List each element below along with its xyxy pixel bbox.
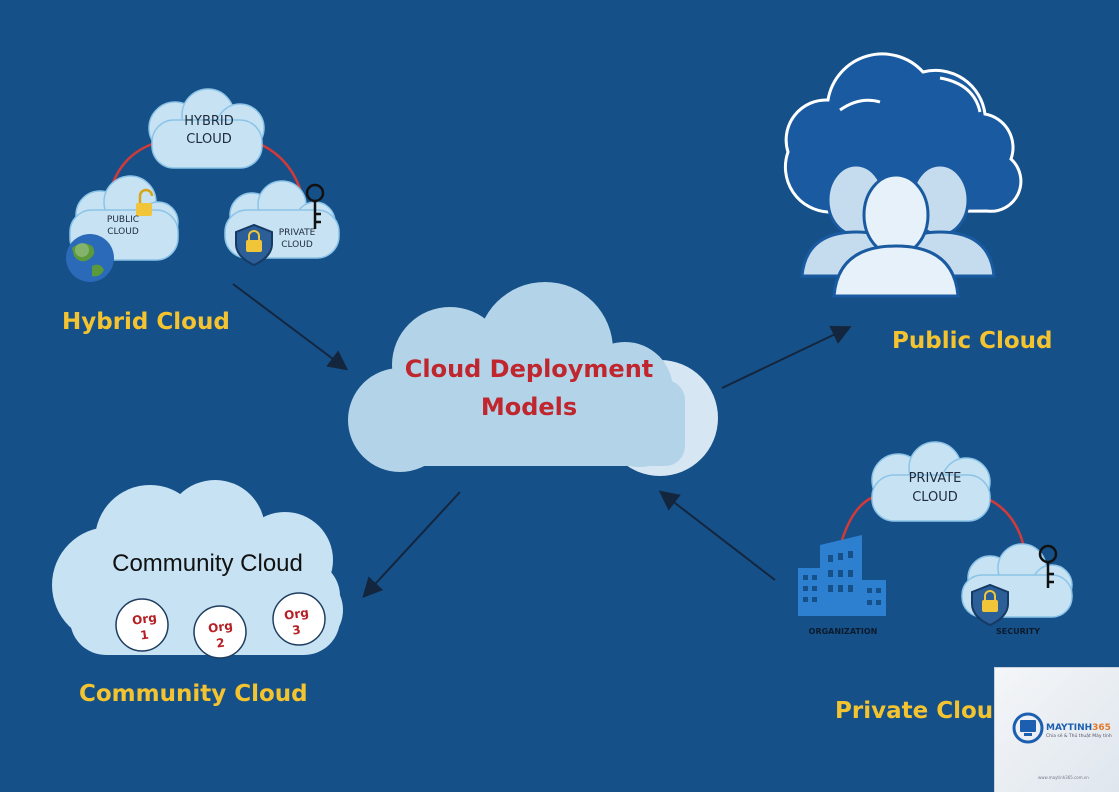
center-cloud: [348, 282, 718, 476]
arrow-center-to-public: [721, 325, 852, 389]
watermark-url: www.maytinh365.com.vn: [1038, 775, 1089, 780]
org-circles: [115, 592, 326, 659]
hybrid-private-cloud-label: PRIVATE CLOUD: [270, 227, 324, 251]
watermark-tagline: Chia sẻ & Thủ thuật Máy tính: [1046, 734, 1112, 739]
hybrid-top-cloud-label: HYBRID CLOUD: [170, 113, 248, 149]
key-icon: [305, 183, 325, 229]
center-title-line2: Models: [480, 393, 578, 421]
org-2-num: 2: [215, 636, 225, 651]
private-top-cloud-label: PRIVATE CLOUD: [890, 469, 980, 507]
arrow-hybrid-to-center: [232, 283, 349, 371]
hybrid-cloud-label: Hybrid Cloud: [62, 309, 230, 335]
hybrid-top-line2: CLOUD: [186, 132, 232, 147]
hybrid-public-cloud-label: PUBLIC CLOUD: [96, 214, 150, 238]
center-title-line1: Cloud Deployment: [404, 355, 654, 383]
hybrid-top-cloud: [148, 88, 265, 169]
org-3-num: 3: [291, 623, 301, 638]
community-cloud-title: Community Cloud: [112, 550, 303, 577]
community-cloud-label: Community Cloud: [79, 681, 308, 707]
private-top-line2: CLOUD: [912, 490, 958, 505]
org-1-num: 1: [139, 628, 149, 643]
hybrid-top-line1: HYBRID: [184, 114, 234, 129]
globe-icon: [66, 234, 114, 282]
org-2-name: Org: [207, 618, 233, 635]
hybrid-private-line1: PRIVATE: [278, 228, 316, 238]
community-cloud: [52, 480, 343, 655]
org-3-name: Org: [283, 605, 309, 622]
security-label: SECURITY: [996, 627, 1040, 636]
shield-lock-icon: [235, 223, 273, 267]
building-icon: [798, 535, 886, 616]
hybrid-public-line1: PUBLIC: [106, 215, 140, 225]
watermark-brand-num: 365: [1092, 723, 1111, 733]
organization-label: ORGANIZATION: [808, 627, 878, 636]
center-title: Cloud Deployment Models: [379, 350, 679, 426]
security-shield-icon: [971, 583, 1009, 627]
arrow-center-to-community: [362, 491, 461, 598]
hybrid-public-line2: CLOUD: [107, 227, 139, 237]
watermark-brand-main: MAYTINH: [1046, 723, 1093, 733]
private-top-cloud: [871, 441, 991, 522]
hybrid-private-line2: CLOUD: [281, 240, 313, 250]
private-top-line1: PRIVATE: [908, 471, 962, 486]
users-group-icon: [800, 163, 996, 298]
public-cloud-label: Public Cloud: [892, 328, 1053, 354]
security-key-icon: [1038, 544, 1058, 588]
org-1-name: Org: [131, 610, 157, 627]
open-padlock-icon: [136, 188, 154, 216]
watermark-brand: MAYTINH365: [1046, 723, 1111, 733]
private-cloud-label: Private Cloud: [835, 698, 1010, 724]
arrow-private-to-center: [658, 490, 776, 581]
